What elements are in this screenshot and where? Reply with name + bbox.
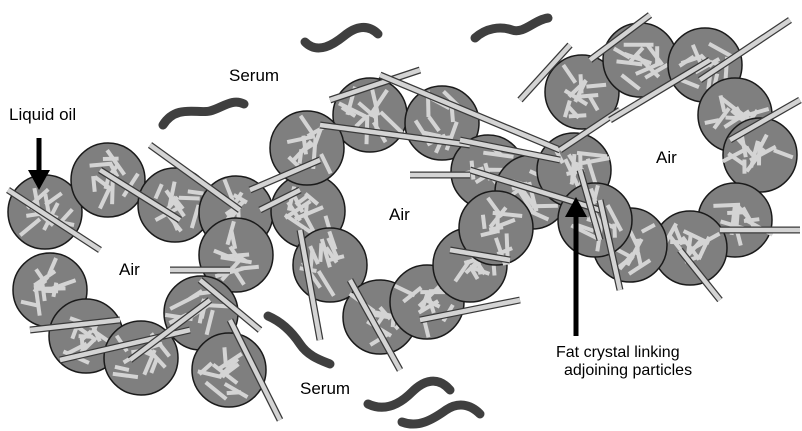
air-label-right: Air [656, 148, 677, 167]
fat-crystal [241, 267, 259, 269]
fat-crystal [483, 215, 485, 229]
serum-wave [368, 381, 450, 407]
serum-wave [305, 27, 378, 48]
serum-label-top: Serum [229, 66, 279, 85]
fat-crystal [489, 227, 503, 229]
air-label-middle: Air [389, 205, 410, 224]
fat-crystal [90, 164, 113, 166]
serum-label-bottom: Serum [300, 379, 350, 398]
liquid-oil-label: Liquid oil [9, 105, 76, 124]
fat-crystal [179, 198, 200, 199]
fat-crystal [224, 347, 226, 367]
fat-crystal [532, 206, 558, 207]
fat-droplet [723, 118, 797, 192]
serum-wave [163, 102, 244, 125]
fat-crystal [586, 85, 606, 87]
fat-droplet [71, 143, 145, 217]
fat-crystal [34, 288, 65, 289]
fat-crystal [188, 191, 204, 193]
serum-wave [475, 18, 548, 38]
fat-crystal [300, 149, 302, 163]
fat-crystal [726, 118, 741, 119]
fat-crystal [320, 243, 321, 262]
air-label-left: Air [119, 260, 140, 279]
fat-crystal [578, 95, 598, 97]
fat-crystal [705, 120, 719, 123]
fat-crystal-label-line2: adjoining particles [564, 362, 692, 379]
serum-wave [268, 316, 330, 364]
serum-wave [402, 405, 480, 424]
fat-crystal [303, 136, 306, 155]
fat-crystal [93, 176, 95, 192]
fat-crystal-label-line1: Fat crystal linking [556, 344, 680, 361]
